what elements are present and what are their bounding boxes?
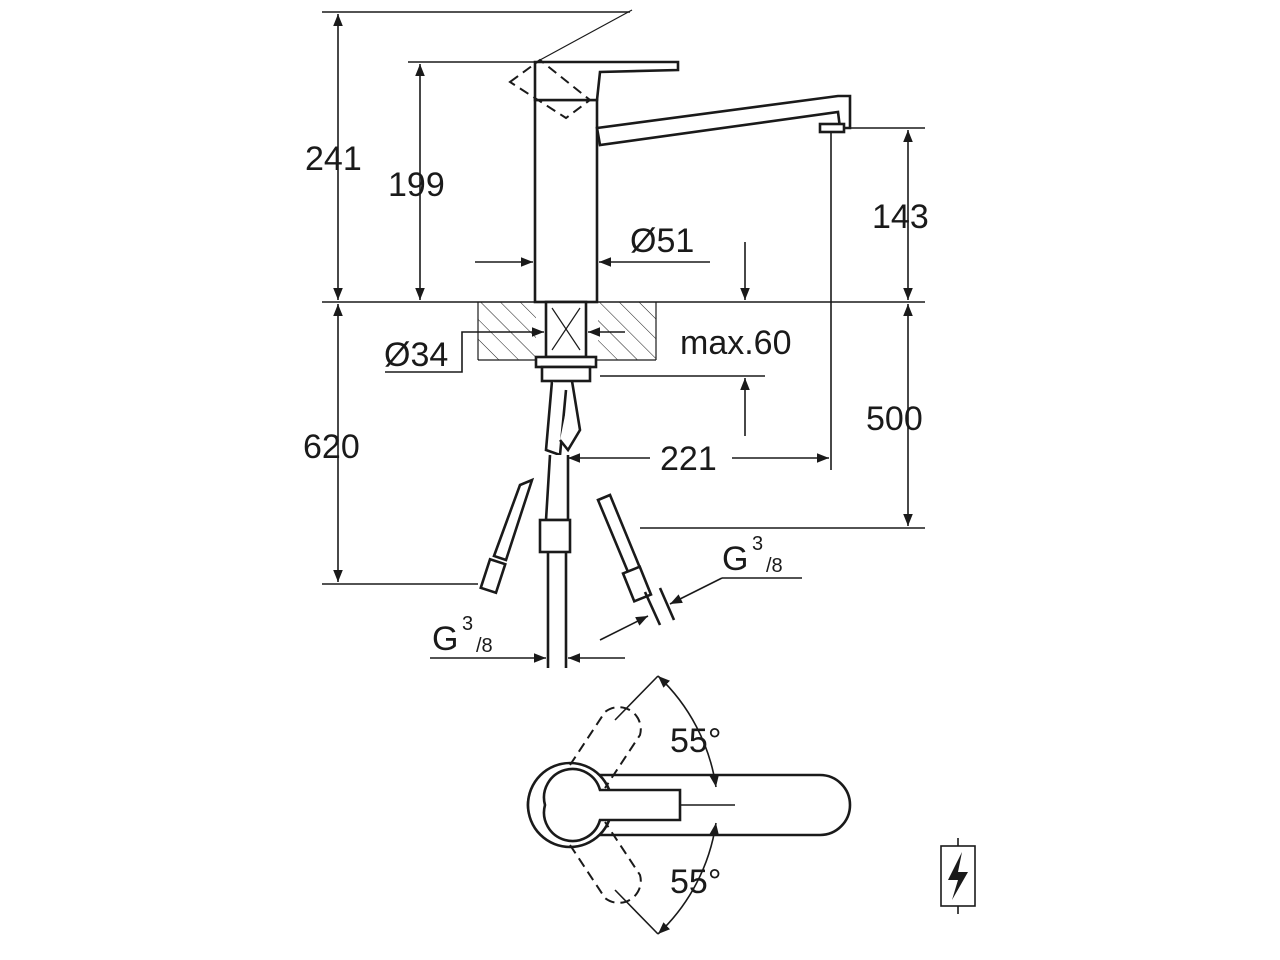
angle-swing-up: 55° — [670, 722, 721, 760]
svg-text:3: 3 — [462, 613, 473, 635]
svg-text:/8: /8 — [476, 635, 493, 657]
dimension-max-counter-thickness: max.60 — [680, 324, 792, 362]
dimension-body-diameter: Ø51 — [630, 222, 694, 260]
dimension-body-height: 199 — [388, 166, 445, 204]
dimension-spout-height: 143 — [872, 198, 929, 236]
dimension-shank-diameter: Ø34 — [384, 336, 448, 374]
countertop-section — [477, 302, 657, 361]
connection-thread-center: G 3 /8 — [430, 613, 625, 663]
top-view-handle-swing — [526, 675, 852, 935]
svg-text:3: 3 — [752, 533, 763, 555]
dimension-total-height: 241 — [305, 140, 362, 178]
connection-thread-right: G 3 /8 — [599, 533, 802, 641]
lightning-bolt-icon — [940, 838, 976, 914]
shank-and-hoses — [479, 300, 676, 668]
svg-text:G: G — [722, 540, 748, 578]
svg-text:G: G — [432, 620, 458, 658]
angle-swing-down: 55° — [670, 863, 721, 901]
faucet-body — [508, 9, 852, 304]
dimension-hose-length: 620 — [303, 428, 360, 466]
svg-text:/8: /8 — [766, 555, 783, 577]
dimension-under-counter-depth: 500 — [866, 400, 923, 438]
dimension-spout-reach: 221 — [660, 440, 717, 478]
